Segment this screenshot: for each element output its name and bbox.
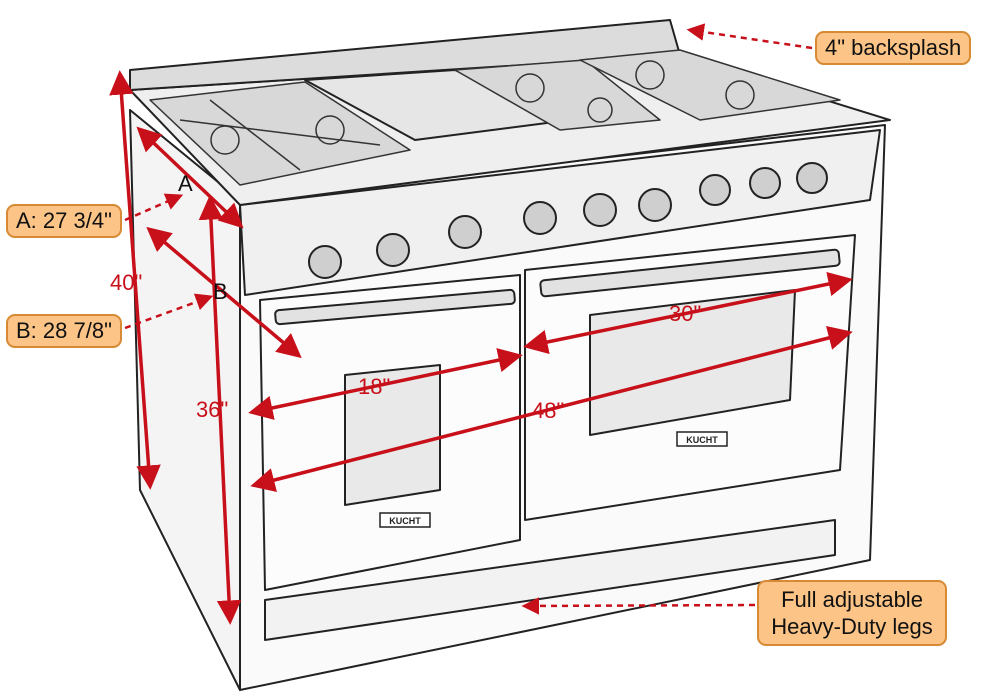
point-b-label: B — [213, 279, 228, 304]
legs-callout-line1: Full adjustable — [781, 587, 923, 612]
legs-callout-line2: Heavy-Duty legs — [771, 614, 933, 639]
arrow-icon — [124, 23, 813, 615]
brand-label-large: KUCHT — [686, 435, 718, 445]
point-a-label: A — [178, 171, 193, 196]
small-oven-width-label: 18" — [358, 374, 390, 399]
dimension-lines — [109, 70, 853, 625]
depth-b-callout: B: 28 7/8" — [6, 314, 122, 348]
depth-a-callout: A: 27 3/4" — [6, 204, 122, 238]
brand-label-small: KUCHT — [389, 516, 421, 526]
total-height-label: 40" — [110, 270, 142, 295]
total-width-line — [250, 326, 853, 492]
counter-height-label: 36" — [196, 397, 228, 422]
total-height-line — [109, 70, 161, 490]
large-oven-width-label: 30" — [669, 301, 701, 326]
total-width-label: 48" — [532, 398, 564, 423]
kickplate — [264, 519, 836, 641]
backsplash-callout: 4" backsplash — [815, 31, 972, 65]
depth-a-line — [136, 126, 244, 229]
legs-callout: Full adjustable Heavy-Duty legs — [757, 580, 947, 646]
knob-icon — [308, 162, 828, 279]
